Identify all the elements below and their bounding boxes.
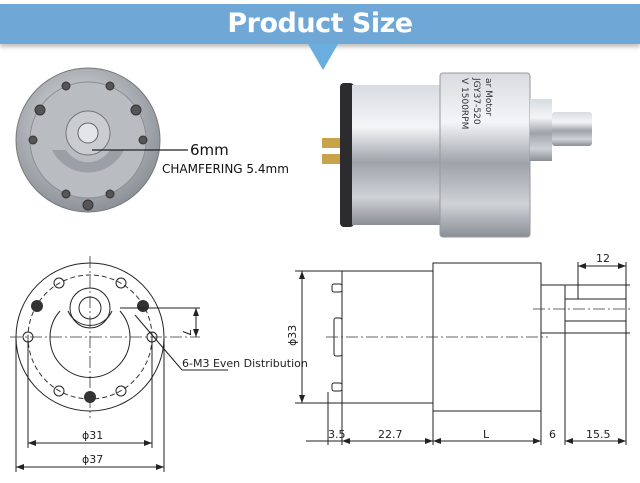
shaft-length-label: 12 xyxy=(596,252,610,265)
motor-side-photo: ar Motor JGY37-520 V 1500RPM xyxy=(322,72,592,238)
chamfering-label: CHAMFERING 5.4mm xyxy=(162,162,289,176)
header-banner: Product Size xyxy=(0,4,640,44)
hole-distribution-label: 6-M3 Even Distribution xyxy=(182,357,308,370)
dim-15-5: 15.5 xyxy=(586,428,611,441)
label-line-3: V 1500RPM xyxy=(459,78,469,129)
banner-pointer xyxy=(308,44,338,70)
outer-diameter-label: ϕ37 xyxy=(82,453,103,466)
motor-front-photo xyxy=(15,67,188,213)
body-diameter-label: ϕ33 xyxy=(286,325,299,346)
dim-3-5: 3.5 xyxy=(328,428,346,441)
label-line-1: ar Motor xyxy=(483,78,493,116)
offset-dim-label: 7 xyxy=(180,329,193,336)
front-view-drawing xyxy=(10,256,228,472)
dim-22-7: 22.7 xyxy=(378,428,403,441)
dim-L: L xyxy=(483,428,490,441)
side-view-drawing xyxy=(295,262,630,445)
shaft-diameter-label: 6mm xyxy=(190,141,229,159)
page-title: Product Size xyxy=(227,8,413,39)
dim-6: 6 xyxy=(549,428,556,441)
pitch-diameter-label: ϕ31 xyxy=(82,429,103,442)
label-line-2: JGY37-520 xyxy=(471,77,481,125)
